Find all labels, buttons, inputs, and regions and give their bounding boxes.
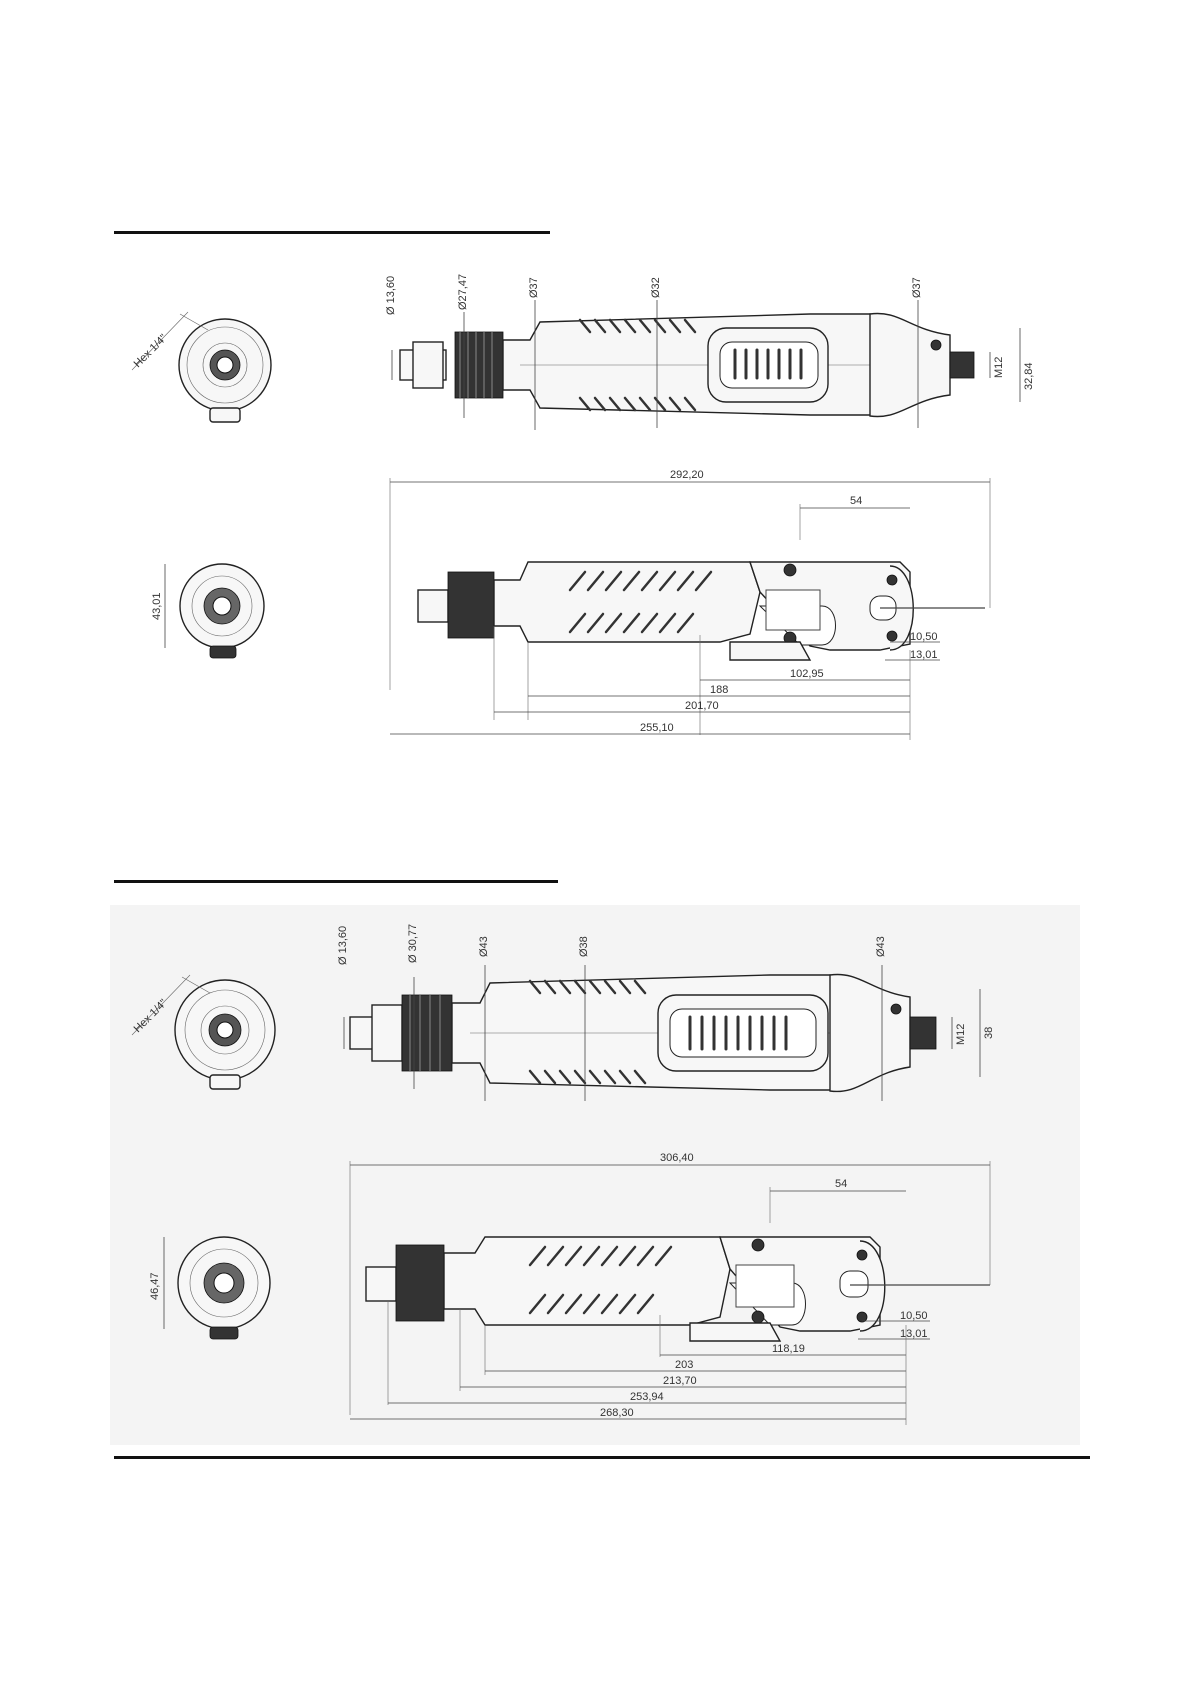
s2-front-view-bottom: 46,47 [149,1237,270,1339]
s1-hex-label: Hex 1/4" [132,332,170,370]
s1-overall: 292,20 [670,469,704,481]
s2-dim-6: 38 [983,1027,995,1039]
s2-conn-a: 10,50 [900,1310,928,1322]
s1-front-view-top: Hex 1/4" [132,312,271,422]
s1-conn-b: 13,01 [910,649,938,661]
s1-dim-6: 32,84 [1023,362,1035,390]
s1-dim-3: Ø32 [650,277,662,298]
section1-rule [114,231,550,234]
s1-front-view-bottom: 43,01 [151,564,264,658]
s2-top-body [350,974,936,1091]
s1-len-2: 201,70 [685,700,719,712]
s2-front-view-top: Hex 1/4" [132,975,275,1089]
s1-conn-a: 10,50 [910,631,938,643]
s2-dim-2: Ø43 [478,936,490,957]
s2-dim-1: Ø 30,77 [407,924,419,963]
s1-len-3: 255,10 [640,722,674,734]
s2-overall: 306,40 [660,1152,694,1164]
section1-svg: Hex 1/4" [110,250,1070,770]
s1-dim-2: Ø37 [528,277,540,298]
s1-dim-4: Ø37 [911,277,923,298]
s1-dim-5: M12 [993,357,1005,378]
s2-side-body [366,1237,990,1341]
section1-drawing: Hex 1/4" [110,250,1070,770]
s1-cable-offset: 54 [850,495,862,507]
s1-dim-0: Ø 13,60 [385,276,397,315]
s1-side-body [418,562,985,660]
s2-front-height: 46,47 [149,1272,161,1300]
section2-svg: Hex 1/4" [110,905,1080,1445]
s2-len-1: 203 [675,1359,693,1371]
s2-len-3: 253,94 [630,1391,664,1403]
s1-len-0: 102,95 [790,668,824,680]
s2-len-2: 213,70 [663,1375,697,1387]
s2-hex-label: Hex 1/4" [132,997,170,1035]
s2-dim-0: Ø 13,60 [337,926,349,965]
s2-len-4: 268,30 [600,1407,634,1419]
s1-dim-1: Ø27,47 [457,274,469,310]
footer-rule [114,1456,1090,1459]
section2-drawing: Hex 1/4" [110,905,1080,1445]
s1-top-body [400,313,974,416]
section2-rule [114,880,558,883]
s1-len-1: 188 [710,684,728,696]
s2-conn-b: 13,01 [900,1328,928,1340]
s2-dim-3: Ø38 [578,936,590,957]
s2-dim-4: Ø43 [875,936,887,957]
s2-cable-offset: 54 [835,1178,847,1190]
s2-len-0: 118,19 [772,1343,805,1355]
s1-front-height: 43,01 [151,592,163,620]
s2-dim-5: M12 [955,1024,967,1045]
